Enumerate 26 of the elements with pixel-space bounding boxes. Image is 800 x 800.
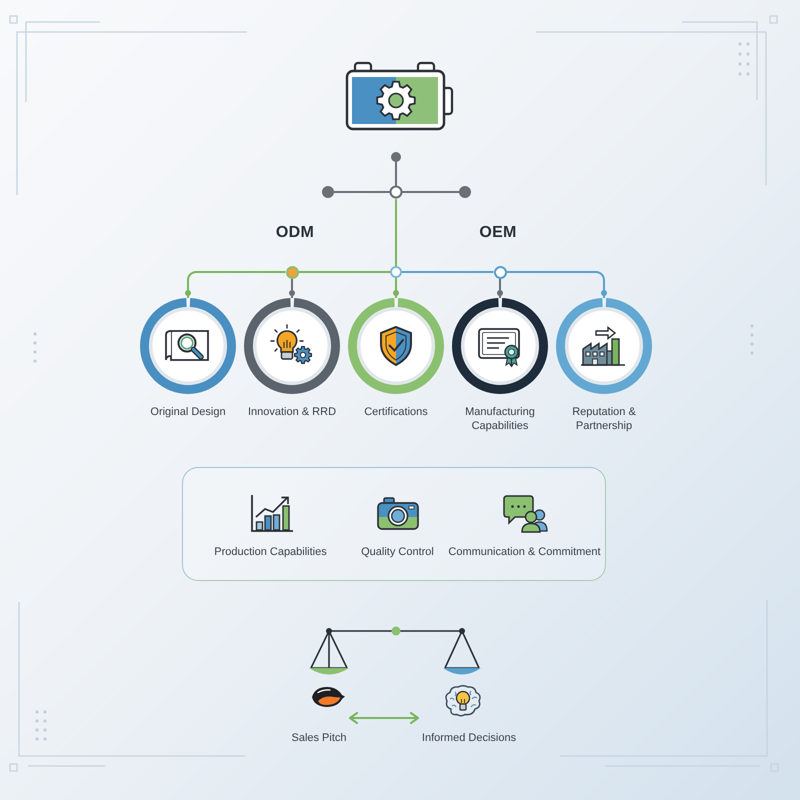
group-label: OEM [479,224,517,242]
connector-line [402,271,494,273]
outcome-label: Informed Decisions [422,732,516,744]
feature-label: Quality Control [361,546,434,558]
category-label: Reputation & Partnership [572,406,636,432]
category-label: Original Design [150,406,226,418]
category-label: Manufacturing Capabilities [465,406,535,432]
hub-node [322,151,472,199]
category-label: Innovation & RRD [248,406,336,418]
connector-line [497,278,503,298]
junction-dot [494,266,506,278]
double-arrow [349,712,419,724]
connector-line [506,271,607,298]
connector-line [289,278,295,298]
junction-dot [390,266,402,278]
group-label: ODM [276,224,314,242]
category-label: Certifications [364,406,428,418]
connector-line [298,271,390,273]
connector-line [395,199,397,266]
connector-line [393,278,399,298]
feature-label: Communication & Commitment [448,546,601,558]
outcome-label: Sales Pitch [291,732,347,744]
feature-label: Production Capabilities [214,546,327,558]
connector-line [185,271,286,298]
junction-dot [286,266,298,278]
feature-panel [182,467,606,581]
